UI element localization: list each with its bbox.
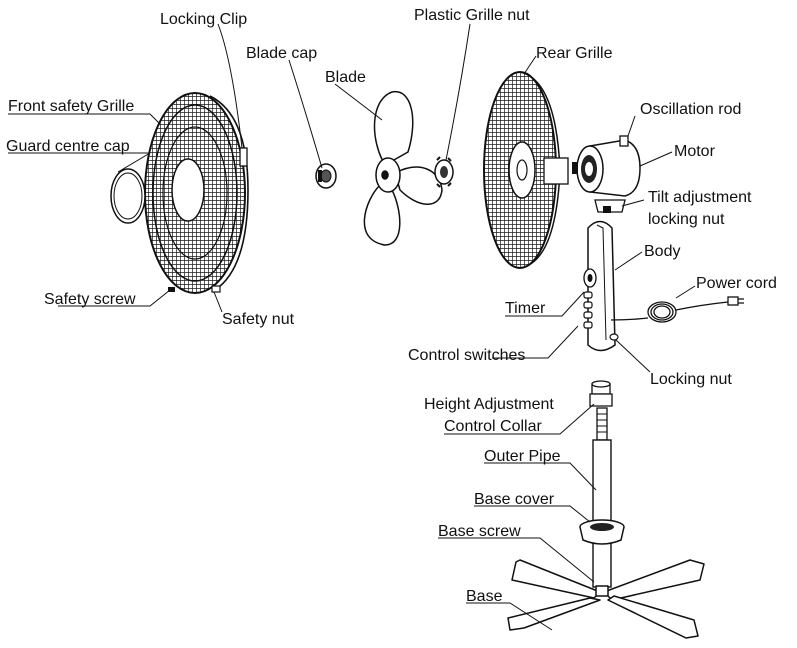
plastic-grille-nut — [434, 156, 454, 188]
label-blade-cap: Blade cap — [246, 45, 317, 62]
label-front-safety-grille: Front safety Grille — [8, 98, 134, 115]
label-power-cord: Power cord — [696, 275, 777, 292]
label-body: Body — [644, 243, 680, 260]
label-tilt-adjustment-2: locking nut — [648, 211, 725, 228]
label-tilt-adjustment-1: Tilt adjustment — [648, 189, 752, 206]
label-height-adjustment-1: Height Adjustment — [424, 396, 554, 413]
label-base-cover: Base cover — [474, 491, 555, 508]
height-adjustment-collar — [589, 380, 613, 407]
blade — [363, 91, 443, 246]
label-height-adjustment-2: Control Collar — [444, 418, 542, 435]
base — [507, 559, 705, 639]
leader-lines — [8, 23, 696, 631]
base-cover — [579, 519, 625, 545]
label-plastic-grille-nut: Plastic Grille nut — [414, 7, 530, 24]
label-blade: Blade — [325, 69, 366, 86]
label-control-switches: Control switches — [408, 347, 525, 364]
label-motor: Motor — [674, 143, 716, 160]
safety-nut — [211, 285, 221, 293]
label-locking-clip: Locking Clip — [160, 11, 247, 28]
tilt-adjustment-locking-nut — [594, 199, 626, 213]
timer-knob — [583, 268, 597, 288]
outer-pipe — [592, 407, 612, 588]
guard-centre-cap — [110, 168, 146, 224]
label-timer: Timer — [505, 300, 546, 317]
rear-grille — [483, 71, 569, 269]
label-rear-grille: Rear Grille — [536, 45, 613, 62]
safety-screw — [168, 287, 175, 292]
power-cord — [610, 296, 744, 323]
label-safety-screw: Safety screw — [44, 291, 136, 308]
label-base-screw: Base screw — [438, 523, 521, 540]
label-base: Base — [466, 588, 503, 605]
front-safety-grille — [144, 92, 249, 294]
oscillation-rod — [619, 135, 629, 147]
label-locking-nut: Locking nut — [650, 371, 732, 388]
fan-body — [587, 220, 616, 352]
part-labels: Locking Clip Plastic Grille nut Blade ca… — [6, 7, 777, 605]
label-guard-centre-cap: Guard centre cap — [6, 138, 130, 155]
locking-clip — [239, 147, 248, 167]
label-safety-nut: Safety nut — [222, 311, 295, 328]
label-oscillation-rod: Oscillation rod — [640, 101, 741, 118]
label-outer-pipe: Outer Pipe — [484, 448, 561, 465]
blade-cap — [315, 163, 337, 189]
body-locking-nut — [609, 333, 619, 341]
control-switches — [583, 291, 593, 329]
motor — [572, 139, 641, 197]
